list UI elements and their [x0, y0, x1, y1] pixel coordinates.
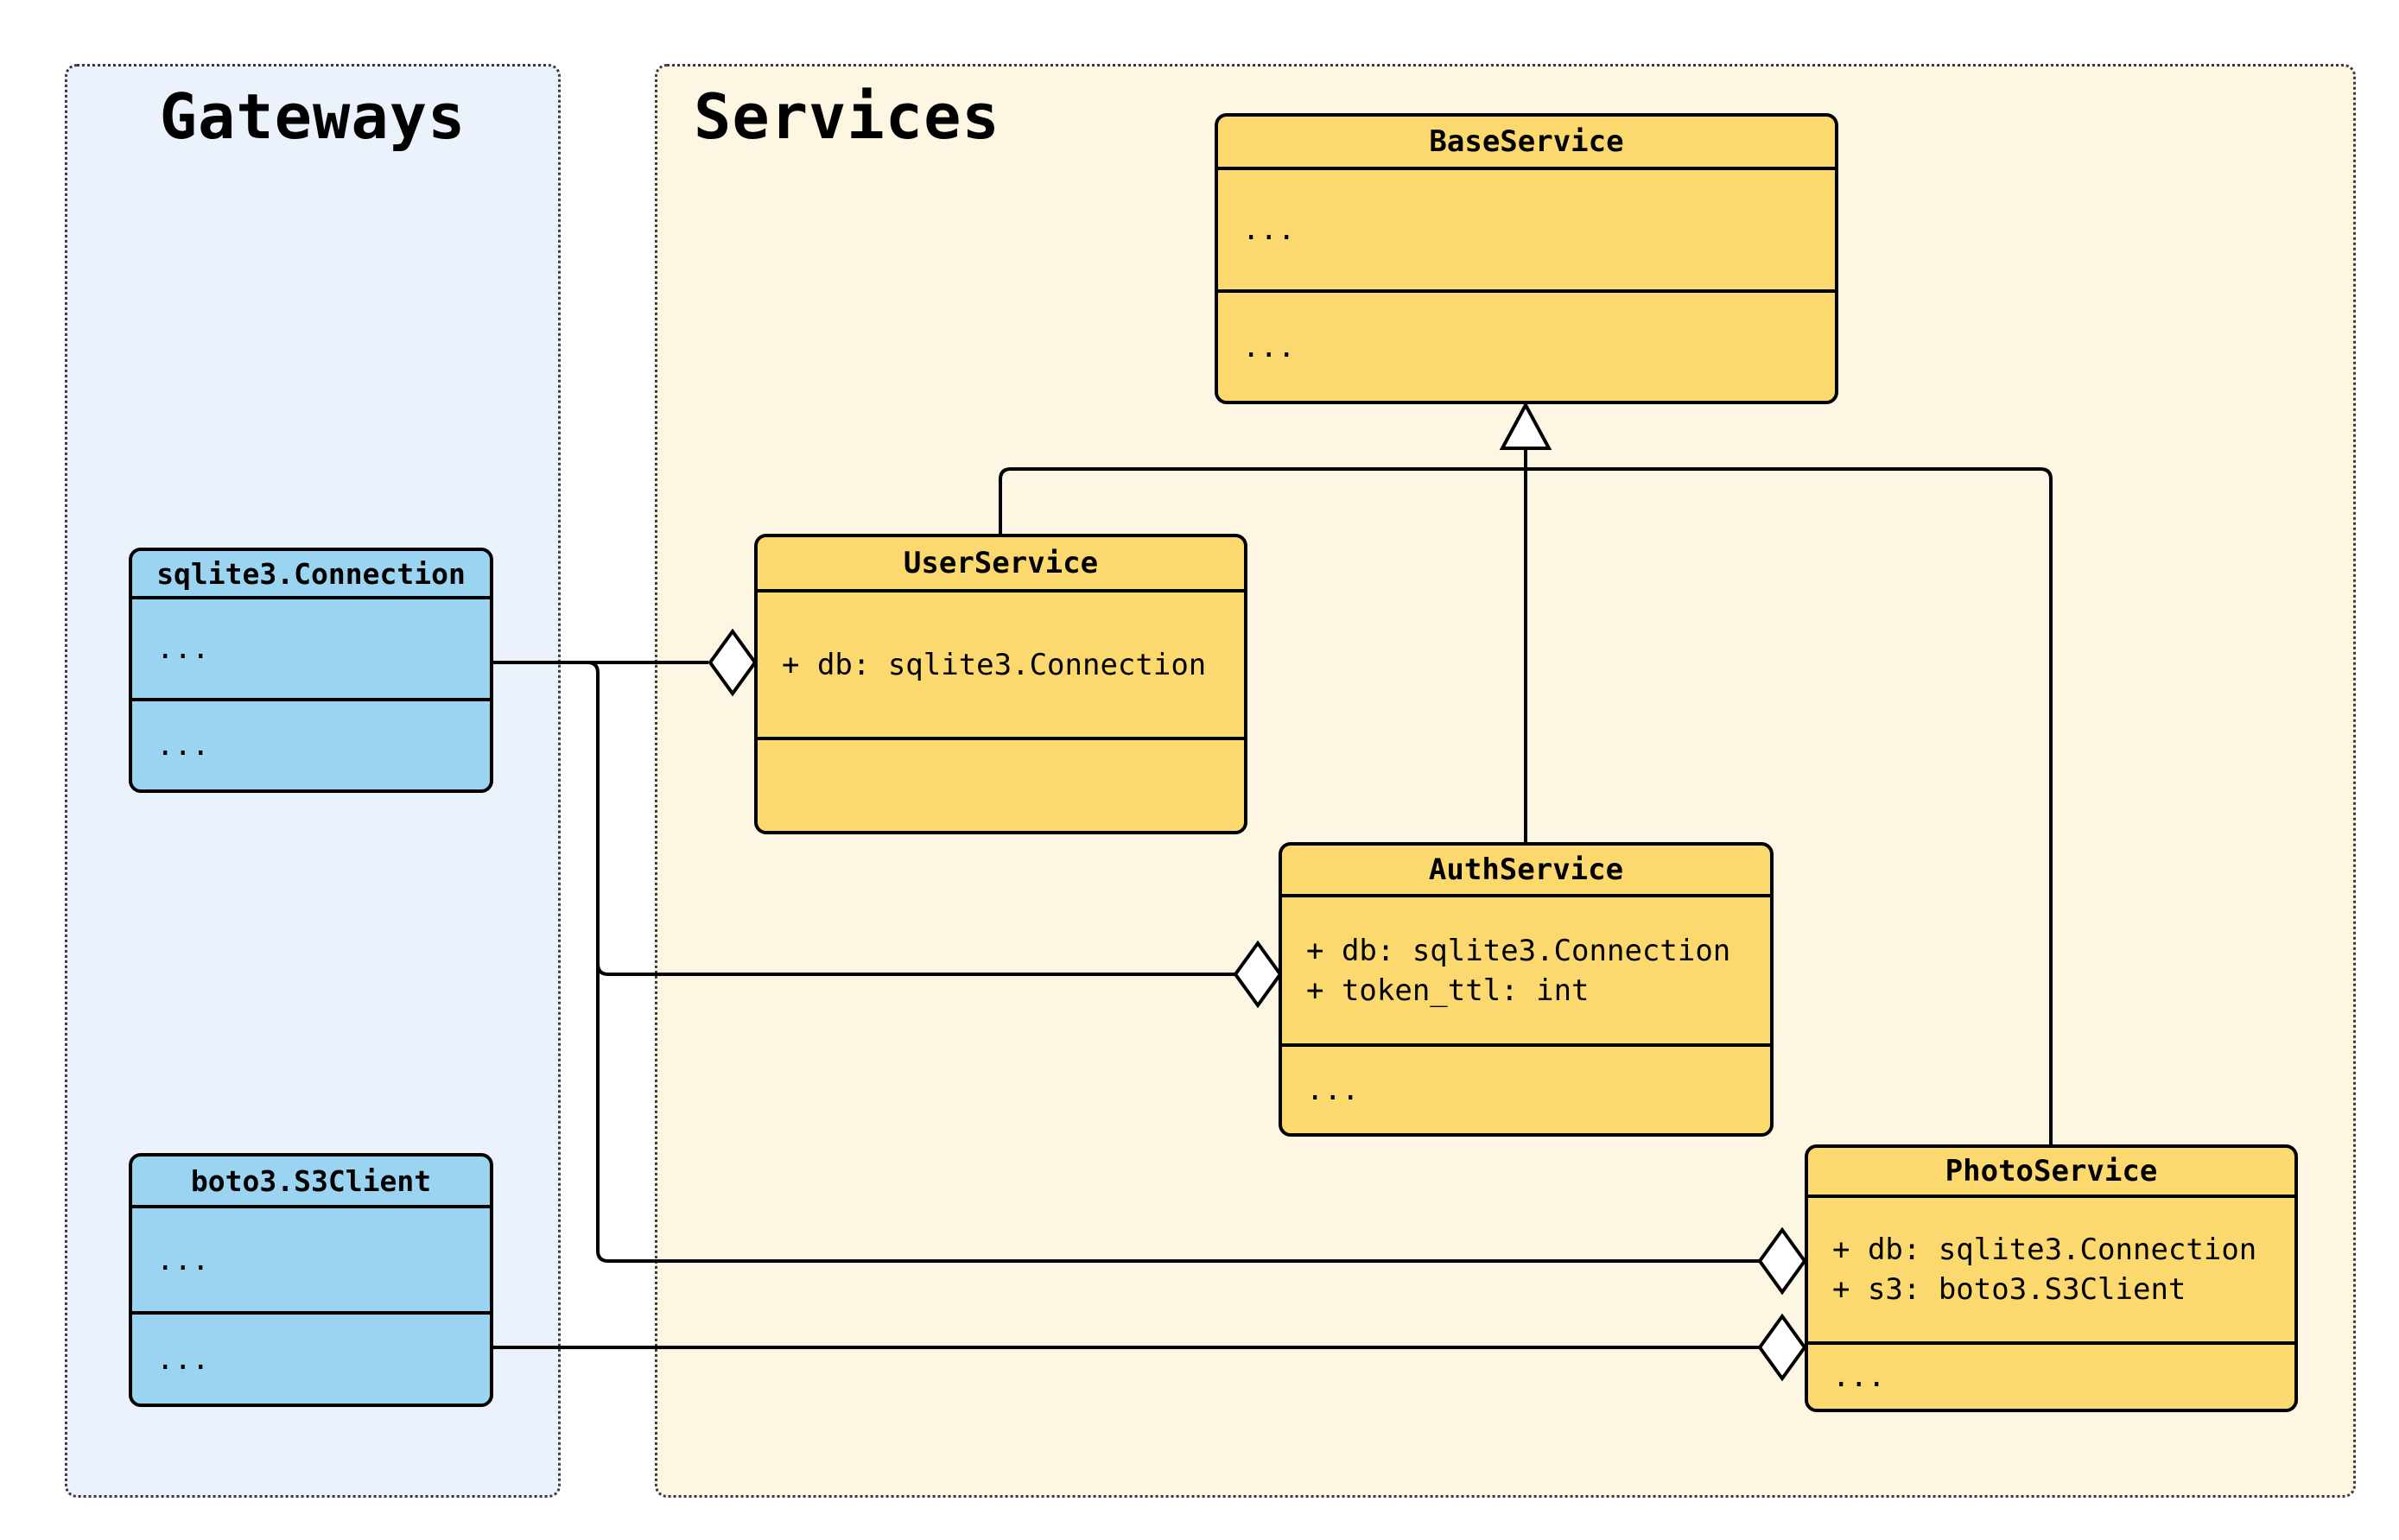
- attr-line: + s3: boto3.S3Client: [1832, 1272, 2186, 1307]
- attr-line: + db: sqlite3.Connection: [1832, 1233, 2257, 1267]
- aggregation-diamond-userservice: [708, 628, 758, 697]
- class-title: boto3.S3Client: [190, 1163, 432, 1198]
- class-title: PhotoService: [1945, 1154, 2158, 1188]
- attr-line: ...: [156, 1242, 210, 1277]
- class-boto3-s3client: boto3.S3Client ... ...: [129, 1153, 493, 1407]
- attr-line: + db: sqlite3.Connection: [1306, 933, 1731, 968]
- attr-line: ...: [156, 631, 210, 666]
- attr-line: + token_ttl: int: [1306, 973, 1590, 1008]
- attr-line: ...: [1242, 212, 1296, 247]
- aggregation-diamond-photoservice-s3: [1757, 1313, 1807, 1382]
- class-userservice: UserService + db: sqlite3.Connection: [754, 534, 1247, 834]
- method-line: ...: [1306, 1073, 1360, 1107]
- method-line: ...: [1242, 329, 1296, 364]
- attr-line: + db: sqlite3.Connection: [782, 647, 1207, 682]
- method-line: ...: [1832, 1359, 1886, 1394]
- aggregation-line-sqlite-photoservice: [587, 661, 1762, 1263]
- class-baseservice: BaseService ... ...: [1215, 113, 1838, 404]
- class-title: sqlite3.Connection: [156, 556, 466, 591]
- method-line: ...: [156, 1341, 210, 1377]
- inheritance-triangle-icon: [1499, 401, 1552, 450]
- class-authservice: AuthService + db: sqlite3.Connection + t…: [1279, 842, 1774, 1137]
- aggregation-line-sqlite-authservice: [596, 963, 1237, 976]
- class-sqlite3-connection: sqlite3.Connection ... ...: [129, 548, 493, 793]
- aggregation-diamond-photoservice-db: [1757, 1226, 1807, 1296]
- class-title: AuthService: [1428, 852, 1624, 887]
- class-title: BaseService: [1429, 124, 1624, 159]
- class-photoservice: PhotoService + db: sqlite3.Connection + …: [1805, 1144, 2298, 1412]
- group-services-title: Services: [694, 80, 1000, 153]
- group-gateways-title: Gateways: [159, 80, 466, 153]
- aggregation-diamond-authservice: [1233, 940, 1283, 1009]
- class-title: UserService: [903, 546, 1099, 580]
- method-line: ...: [156, 728, 210, 763]
